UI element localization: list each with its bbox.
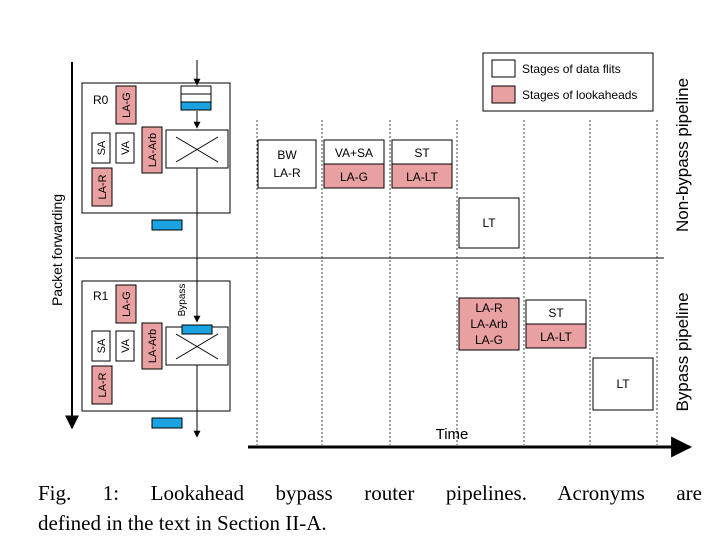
bypass-pipeline-label: Bypass pipeline bbox=[673, 292, 692, 411]
r0-va-box bbox=[115, 132, 135, 164]
r0-sa-box bbox=[91, 132, 111, 164]
r1-sa-label: SA bbox=[96, 338, 108, 353]
bypass-stage-la-arb: LA-Arb bbox=[470, 317, 508, 331]
legend: Stages of data flits Stages of lookahead… bbox=[482, 52, 654, 112]
r1-la-g-box bbox=[115, 284, 137, 324]
r1-va-box bbox=[115, 330, 135, 362]
r1-la-arb-label: LA-Arb bbox=[147, 329, 159, 363]
stage-lag bbox=[323, 163, 385, 189]
legend-data-swatch bbox=[491, 59, 516, 78]
stage-lt-label: LT bbox=[482, 216, 496, 230]
bypass-stage-la-r: LA-R bbox=[475, 301, 503, 315]
r0-la-g-label: LA-G bbox=[121, 92, 133, 118]
r1-sa-box bbox=[91, 330, 111, 362]
legend-lookahead-swatch bbox=[491, 85, 516, 104]
r0-la-r-box bbox=[91, 167, 113, 207]
bypass-stage-lt-label: LT bbox=[616, 377, 630, 391]
bypass-stages: LA-R LA-Arb LA-G ST LA-LT LT bbox=[458, 297, 654, 411]
stage-lag-label: LA-G bbox=[340, 170, 368, 184]
stage-lt bbox=[458, 197, 520, 249]
stage-vasa-label: VA+SA bbox=[335, 146, 373, 160]
bypass-stage-lalt-label: LA-LT bbox=[540, 330, 572, 344]
stage-st-label: ST bbox=[414, 146, 430, 160]
stage-bw-l2: LA-R bbox=[273, 166, 301, 180]
r1-output-flit bbox=[151, 417, 183, 429]
router-r1-name: R1 bbox=[93, 289, 109, 303]
legend-lookahead-label: Stages of lookaheads bbox=[522, 88, 637, 102]
r0-input-buffer bbox=[180, 85, 212, 111]
stage-st bbox=[391, 139, 453, 165]
r0-la-g-box bbox=[115, 85, 137, 125]
bypass-stage-st bbox=[525, 299, 587, 325]
r0-va-label: VA bbox=[120, 140, 132, 155]
r0-la-arb-label: LA-Arb bbox=[147, 133, 159, 167]
bypass-stage-lookahead bbox=[458, 297, 520, 351]
stage-bw bbox=[257, 139, 317, 189]
bypass-stage-la-g: LA-G bbox=[475, 333, 503, 347]
router-r0-name: R0 bbox=[93, 93, 109, 107]
stage-lalt-label: LA-LT bbox=[406, 170, 438, 184]
r1-la-r-label: LA-R bbox=[97, 372, 109, 397]
router-r0: R0 LA-G SA VA LA-Arb LA-R bbox=[81, 82, 231, 231]
r1-la-r-box bbox=[91, 365, 113, 405]
r0-la-arb-box bbox=[141, 126, 163, 174]
non-bypass-stages: BW LA-R VA+SA LA-G ST LA-LT LT bbox=[257, 139, 520, 249]
caption-line-1: Fig. 1: Lookahead bypass router pipeline… bbox=[38, 481, 702, 505]
stage-lalt bbox=[391, 163, 453, 189]
r0-sa-label: SA bbox=[96, 140, 108, 155]
r1-va-label: VA bbox=[120, 338, 132, 353]
bypass-stage-lt bbox=[592, 357, 654, 411]
caption-line-2: defined in the text in Section II-A. bbox=[38, 511, 327, 535]
time-label: Time bbox=[436, 426, 469, 443]
non-bypass-pipeline-label: Non-bypass pipeline bbox=[673, 78, 692, 232]
r1-bypass-flit bbox=[181, 324, 213, 335]
legend-data-label: Stages of data flits bbox=[522, 62, 621, 76]
figure-caption: Fig. 1: Lookahead bypass router pipeline… bbox=[38, 478, 702, 538]
stage-bw-l1: BW bbox=[277, 148, 297, 162]
packet-forwarding-label: Packet forwarding bbox=[49, 194, 65, 306]
r1-la-arb-box bbox=[141, 322, 163, 370]
router-r1: R1 LA-G SA VA LA-Arb LA-R Bypass bbox=[81, 280, 231, 429]
r1-bypass-label: Bypass bbox=[177, 284, 188, 317]
r1-la-g-label: LA-G bbox=[121, 291, 133, 317]
bypass-stage-lalt bbox=[525, 323, 587, 349]
bypass-stage-st-label: ST bbox=[548, 306, 564, 320]
r0-la-r-label: LA-R bbox=[97, 174, 109, 199]
r0-output-flit bbox=[151, 219, 183, 231]
